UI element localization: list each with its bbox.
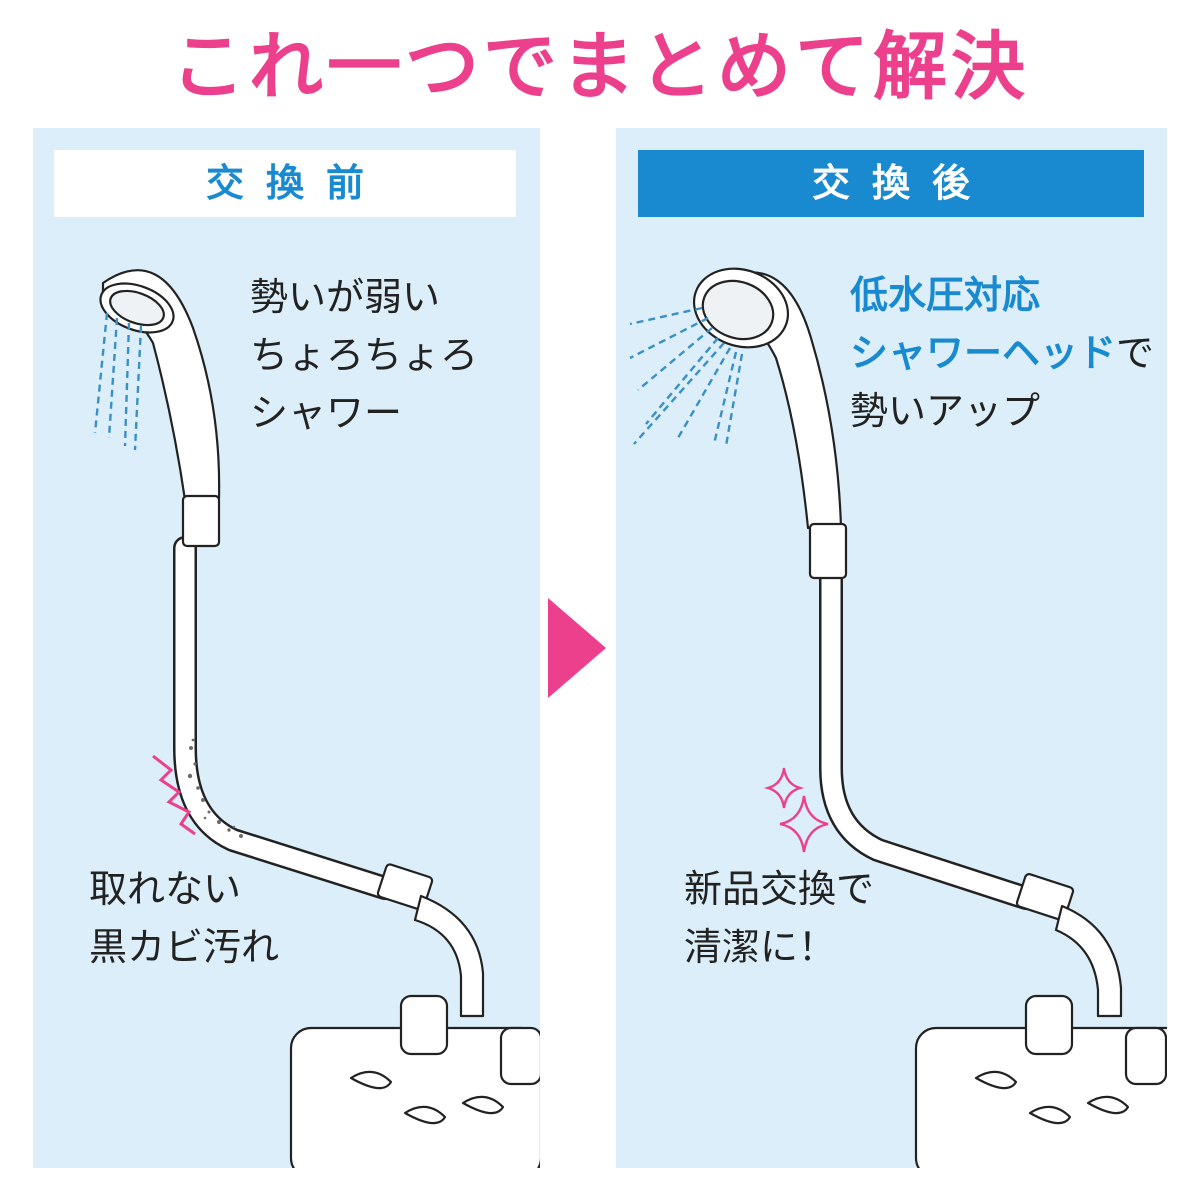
next-arrow-icon xyxy=(548,598,606,698)
caption-highlight: シャワーヘッド xyxy=(850,331,1117,375)
caption-line: シャワーヘッドで xyxy=(850,324,1154,382)
after-caption-top: 低水圧対応 シャワーヘッドで 勢いアップ xyxy=(850,266,1154,440)
caption-highlight: 低水圧対応 xyxy=(850,273,1041,317)
mold-stain xyxy=(187,738,243,838)
caption-line: ちょろちょろ xyxy=(250,333,479,377)
caption-line: 勢いが弱い xyxy=(250,275,441,319)
caption-line: 取れない xyxy=(89,867,242,911)
caption-line: 黒カビ汚れ xyxy=(89,925,280,969)
after-panel: 交換後 低水圧対応 シャワーヘッドで 勢いアップ 新品交換で 清潔に！ xyxy=(616,128,1167,1168)
after-title: 交換後 xyxy=(638,150,1144,217)
before-caption-top: 勢いが弱い ちょろちょろ シャワー xyxy=(250,268,478,442)
after-caption-bottom: 新品交換で 清潔に！ xyxy=(684,860,874,976)
before-caption-bottom: 取れない 黒カビ汚れ xyxy=(89,860,279,976)
caption-line: 勢いアップ xyxy=(850,389,1041,433)
caption-line: 清潔に！ xyxy=(684,925,837,969)
old-shower-illustration xyxy=(93,269,540,1168)
caption-line: シャワー xyxy=(250,391,403,435)
distress-mark xyxy=(152,754,196,836)
caption-text: で xyxy=(1116,331,1155,375)
caption-line: 新品交換で xyxy=(684,867,875,911)
sparkle-icon xyxy=(763,767,829,853)
before-title: 交換前 xyxy=(54,150,516,217)
new-shower-illustration xyxy=(629,267,1167,1168)
strong-water-spray xyxy=(629,306,744,447)
headline: これ一つでまとめて解決 xyxy=(171,24,1029,110)
before-panel: 交換前 勢いが弱い ちょろちょろ シャワー 取れない 黒カビ汚れ xyxy=(33,128,540,1168)
weak-water-stream xyxy=(93,312,143,451)
